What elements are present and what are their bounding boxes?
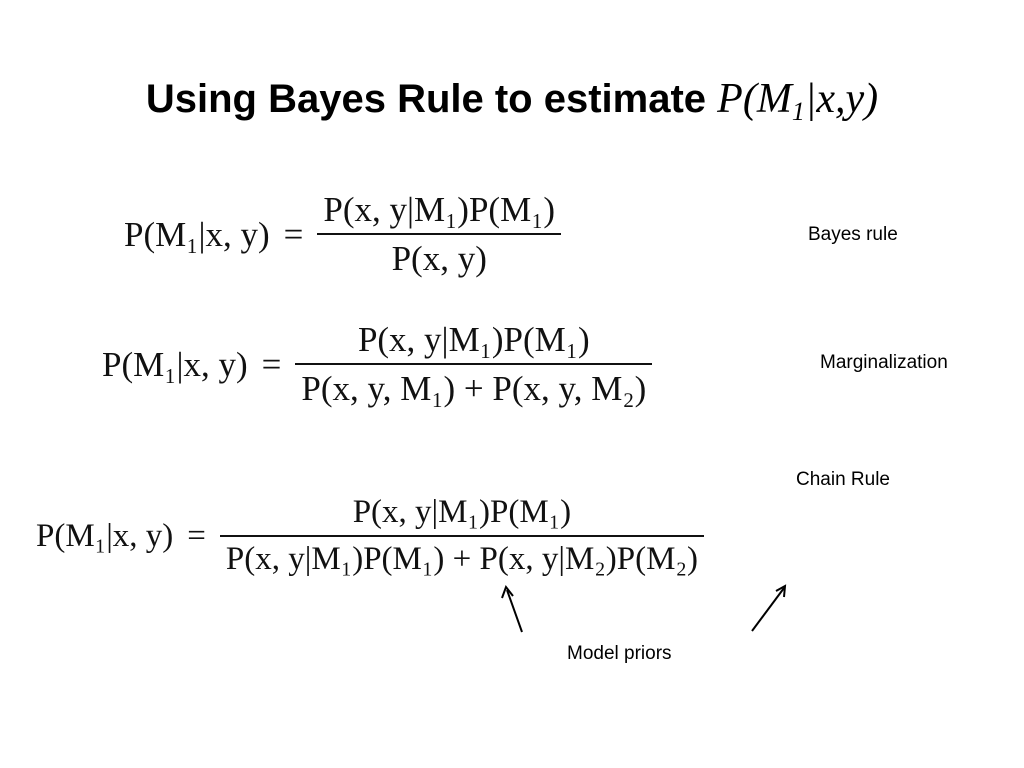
fraction-bar	[219, 535, 704, 537]
denominator: P(x, y|M₁)P(M₁) + P(x, y|M₂)P(M₂)	[225, 541, 698, 577]
arrow-to-prior-m2	[751, 587, 785, 632]
arrowhead-prior-m1	[501, 584, 514, 599]
arrowhead-prior-m2	[775, 584, 787, 598]
denominator: P(x, y)	[391, 239, 487, 278]
title-text: Using Bayes Rule to estimate	[145, 77, 707, 121]
slide-title: Using Bayes Rule to estimate P(M1|x,y)	[0, 72, 1024, 139]
numerator: P(x, y|M₁)P(M₁)	[323, 190, 556, 229]
equation-lhs: P(M₁|x, y)	[36, 517, 174, 554]
numerator: P(x, y|M₁)P(M₁)	[357, 320, 590, 359]
label-chain-rule: Chain Rule	[796, 469, 890, 490]
fraction: P(x, y|M₁)P(M₁) P(x, y, M₁) + P(x, y, M₂)	[295, 320, 653, 408]
equation-marginalization: P(M₁|x, y) = P(x, y|M₁)P(M₁) P(x, y, M₁) + …	[102, 320, 653, 408]
fraction: P(x, y|M₁)P(M₁) P(x, y|M₁)P(M₁) + P(x, y|…	[219, 494, 704, 577]
fraction: P(x, y|M₁)P(M₁) P(x, y)	[317, 190, 562, 278]
fraction-bar	[295, 363, 653, 365]
equation-lhs: P(M₁|x, y)	[102, 344, 248, 384]
equals-sign: =	[261, 344, 282, 384]
equation-chain-rule: P(M₁|x, y)=P(x, y|M₁)P(M₁)P(x, y|M₁)P(M₁…	[36, 496, 704, 576]
label-bayes-rule: Bayes rule	[808, 224, 898, 245]
title-math: P(M1|x,y)	[717, 76, 879, 126]
label-model-priors: Model priors	[567, 643, 672, 664]
equals-sign: =	[283, 214, 304, 254]
equals-sign: =	[187, 517, 206, 554]
equation-bayes-rule: P(M₁|x, y) = P(x, y|M₁)P(M₁) P(x, y)	[124, 190, 562, 278]
equation-lhs: P(M₁|x, y)	[124, 214, 270, 254]
fraction-bar	[317, 233, 562, 235]
label-marginalization: Marginalization	[820, 352, 948, 373]
denominator: P(x, y, M₁) + P(x, y, M₂)	[301, 369, 647, 408]
arrow-to-prior-m1	[506, 589, 523, 633]
numerator: P(x, y|M₁)P(M₁)	[352, 494, 572, 530]
